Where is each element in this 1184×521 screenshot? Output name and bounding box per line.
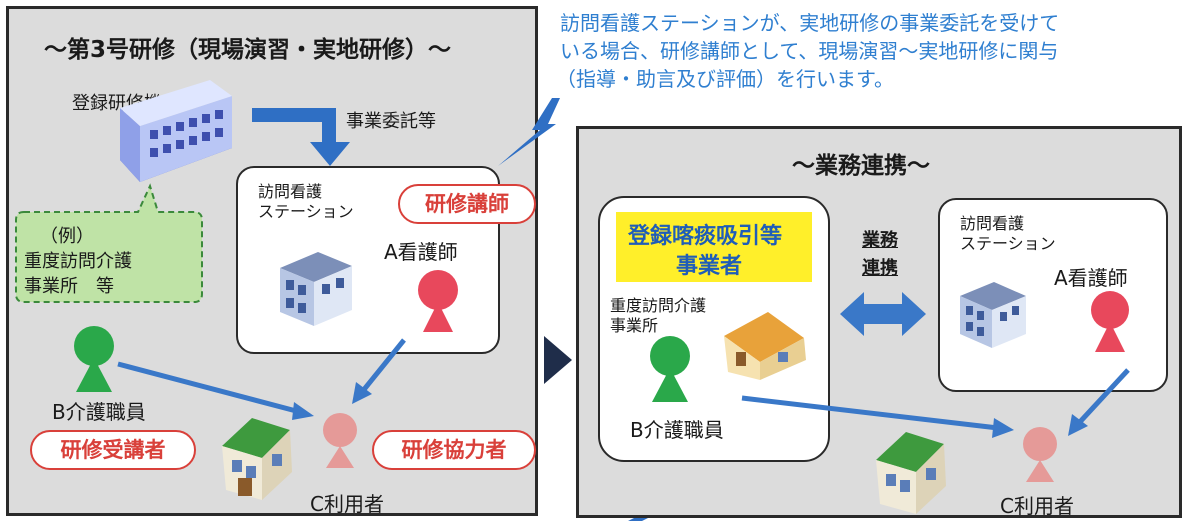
registered-business-line1: 登録喀痰吸引等 xyxy=(628,224,783,249)
registered-business-label xyxy=(616,212,812,282)
left-panel-title: ～第3号研修（現場演習・実地研修）～ xyxy=(44,37,452,63)
user-c-label-right: C利用者 xyxy=(1000,494,1074,518)
station-right-line2: ステーション xyxy=(960,234,1056,253)
station-label-line1: 訪問看護 xyxy=(258,182,323,201)
nurse-a-label-right: A看護師 xyxy=(1054,266,1128,290)
cooperation-label-line2: 連携 xyxy=(862,258,898,279)
cooperator-badge: 研修協力者 xyxy=(372,430,536,470)
note-line2: いる場合、研修講師として、現場演習～実地研修に関与 xyxy=(560,39,1059,63)
speech-bubble-line2: 重度訪問介護 xyxy=(24,251,132,272)
trainee-badge: 研修受講者 xyxy=(30,430,196,470)
office-label-line1: 重度訪問介護 xyxy=(610,296,707,315)
note-line1: 訪問看護ステーションが、実地研修の事業委託を受けて xyxy=(560,11,1060,35)
station-right-line1: 訪問看護 xyxy=(960,214,1025,233)
cooperation-label-line1: 業務 xyxy=(862,230,898,251)
right-panel-title: ～業務連携～ xyxy=(792,153,930,179)
instructor-badge: 研修講師 xyxy=(398,184,536,224)
office-label-line2: 事業所 xyxy=(610,316,659,335)
caregiver-b-label-left: B介護職員 xyxy=(52,400,146,424)
speech-bubble-line1: （例） xyxy=(40,226,94,247)
nurse-a-label-left: A看護師 xyxy=(384,240,458,264)
speech-bubble-line3: 事業所 等 xyxy=(24,276,114,297)
caregiver-b-label-right: B介護職員 xyxy=(630,418,724,442)
note-line3: （指導・助言及び評価）を行います。 xyxy=(556,67,894,91)
institution-label: 登録研修機関 xyxy=(72,93,180,114)
registered-business-line2: 事業者 xyxy=(676,254,743,279)
user-c-label-left: C利用者 xyxy=(310,492,384,516)
station-label-line2: ステーション xyxy=(258,202,354,221)
commission-label: 事業委託等 xyxy=(346,111,436,132)
